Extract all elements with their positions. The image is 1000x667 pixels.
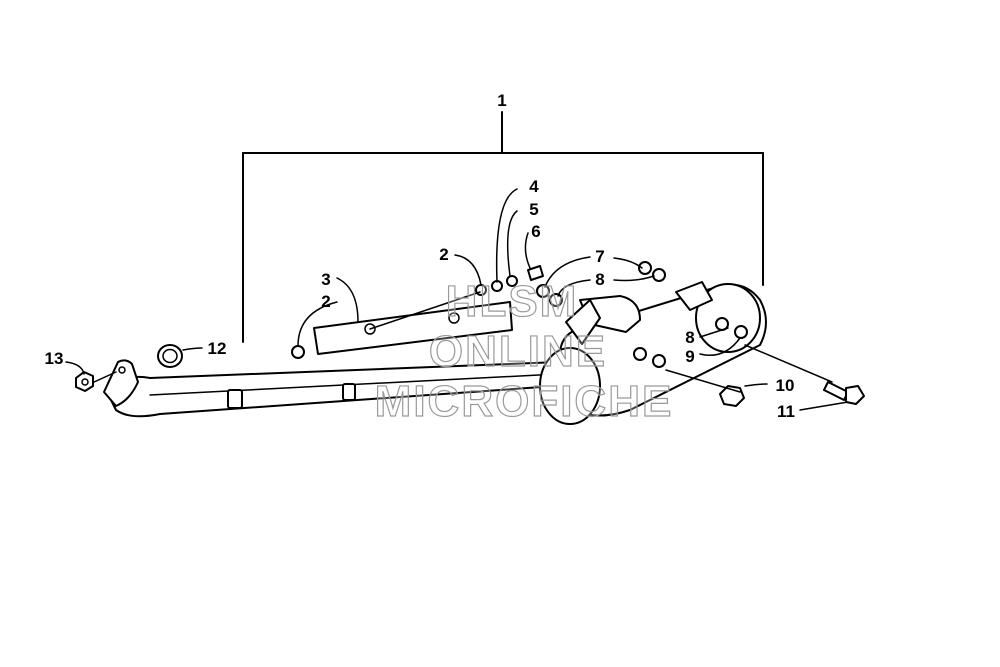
exhaust-gasket bbox=[157, 344, 183, 368]
callout-4: 4 bbox=[529, 177, 539, 196]
muffler bbox=[539, 281, 767, 425]
washer bbox=[652, 354, 666, 368]
callout-6: 6 bbox=[531, 222, 540, 241]
callout-8: 8 bbox=[595, 270, 604, 289]
pipe-clamp bbox=[342, 383, 356, 401]
callout-11: 11 bbox=[777, 402, 795, 421]
flange-nut bbox=[75, 371, 94, 392]
flange-bolt bbox=[823, 381, 865, 405]
washer bbox=[549, 293, 563, 307]
exhaust-flange bbox=[103, 359, 139, 407]
watermark-line-3: MICROFICHE bbox=[375, 377, 674, 426]
washer bbox=[633, 347, 647, 361]
callout-12: 12 bbox=[208, 339, 227, 358]
callout-5: 5 bbox=[529, 200, 538, 219]
leader-lines bbox=[65, 188, 849, 411]
washer bbox=[638, 261, 652, 275]
washer bbox=[506, 275, 518, 287]
watermark-line-1: HLSM bbox=[446, 277, 579, 326]
washer bbox=[291, 345, 305, 359]
watermark: HLSM ONLINE MICROFICHE bbox=[374, 276, 674, 426]
callout-7: 7 bbox=[595, 247, 604, 266]
pipe-clamp bbox=[227, 389, 243, 409]
washer bbox=[652, 268, 666, 282]
callout-2: 2 bbox=[439, 245, 448, 264]
callout-3: 3 bbox=[321, 270, 330, 289]
bolt bbox=[527, 265, 544, 281]
callout-8: 8 bbox=[685, 328, 694, 347]
callout-2: 2 bbox=[321, 292, 330, 311]
heat-shield bbox=[313, 301, 513, 355]
callout-9: 9 bbox=[685, 347, 694, 366]
assembly-bracket bbox=[242, 111, 764, 343]
washer bbox=[536, 284, 550, 298]
callout-1: 1 bbox=[497, 91, 506, 110]
callout-labels: 1 2 2 3 4 5 6 7 8 8 9 10 11 12 13 bbox=[45, 91, 795, 421]
callout-10: 10 bbox=[776, 376, 795, 395]
callout-13: 13 bbox=[45, 349, 64, 368]
muffler-mount bbox=[675, 281, 713, 311]
washer bbox=[734, 325, 748, 339]
watermark-line-2: ONLINE bbox=[429, 327, 607, 376]
